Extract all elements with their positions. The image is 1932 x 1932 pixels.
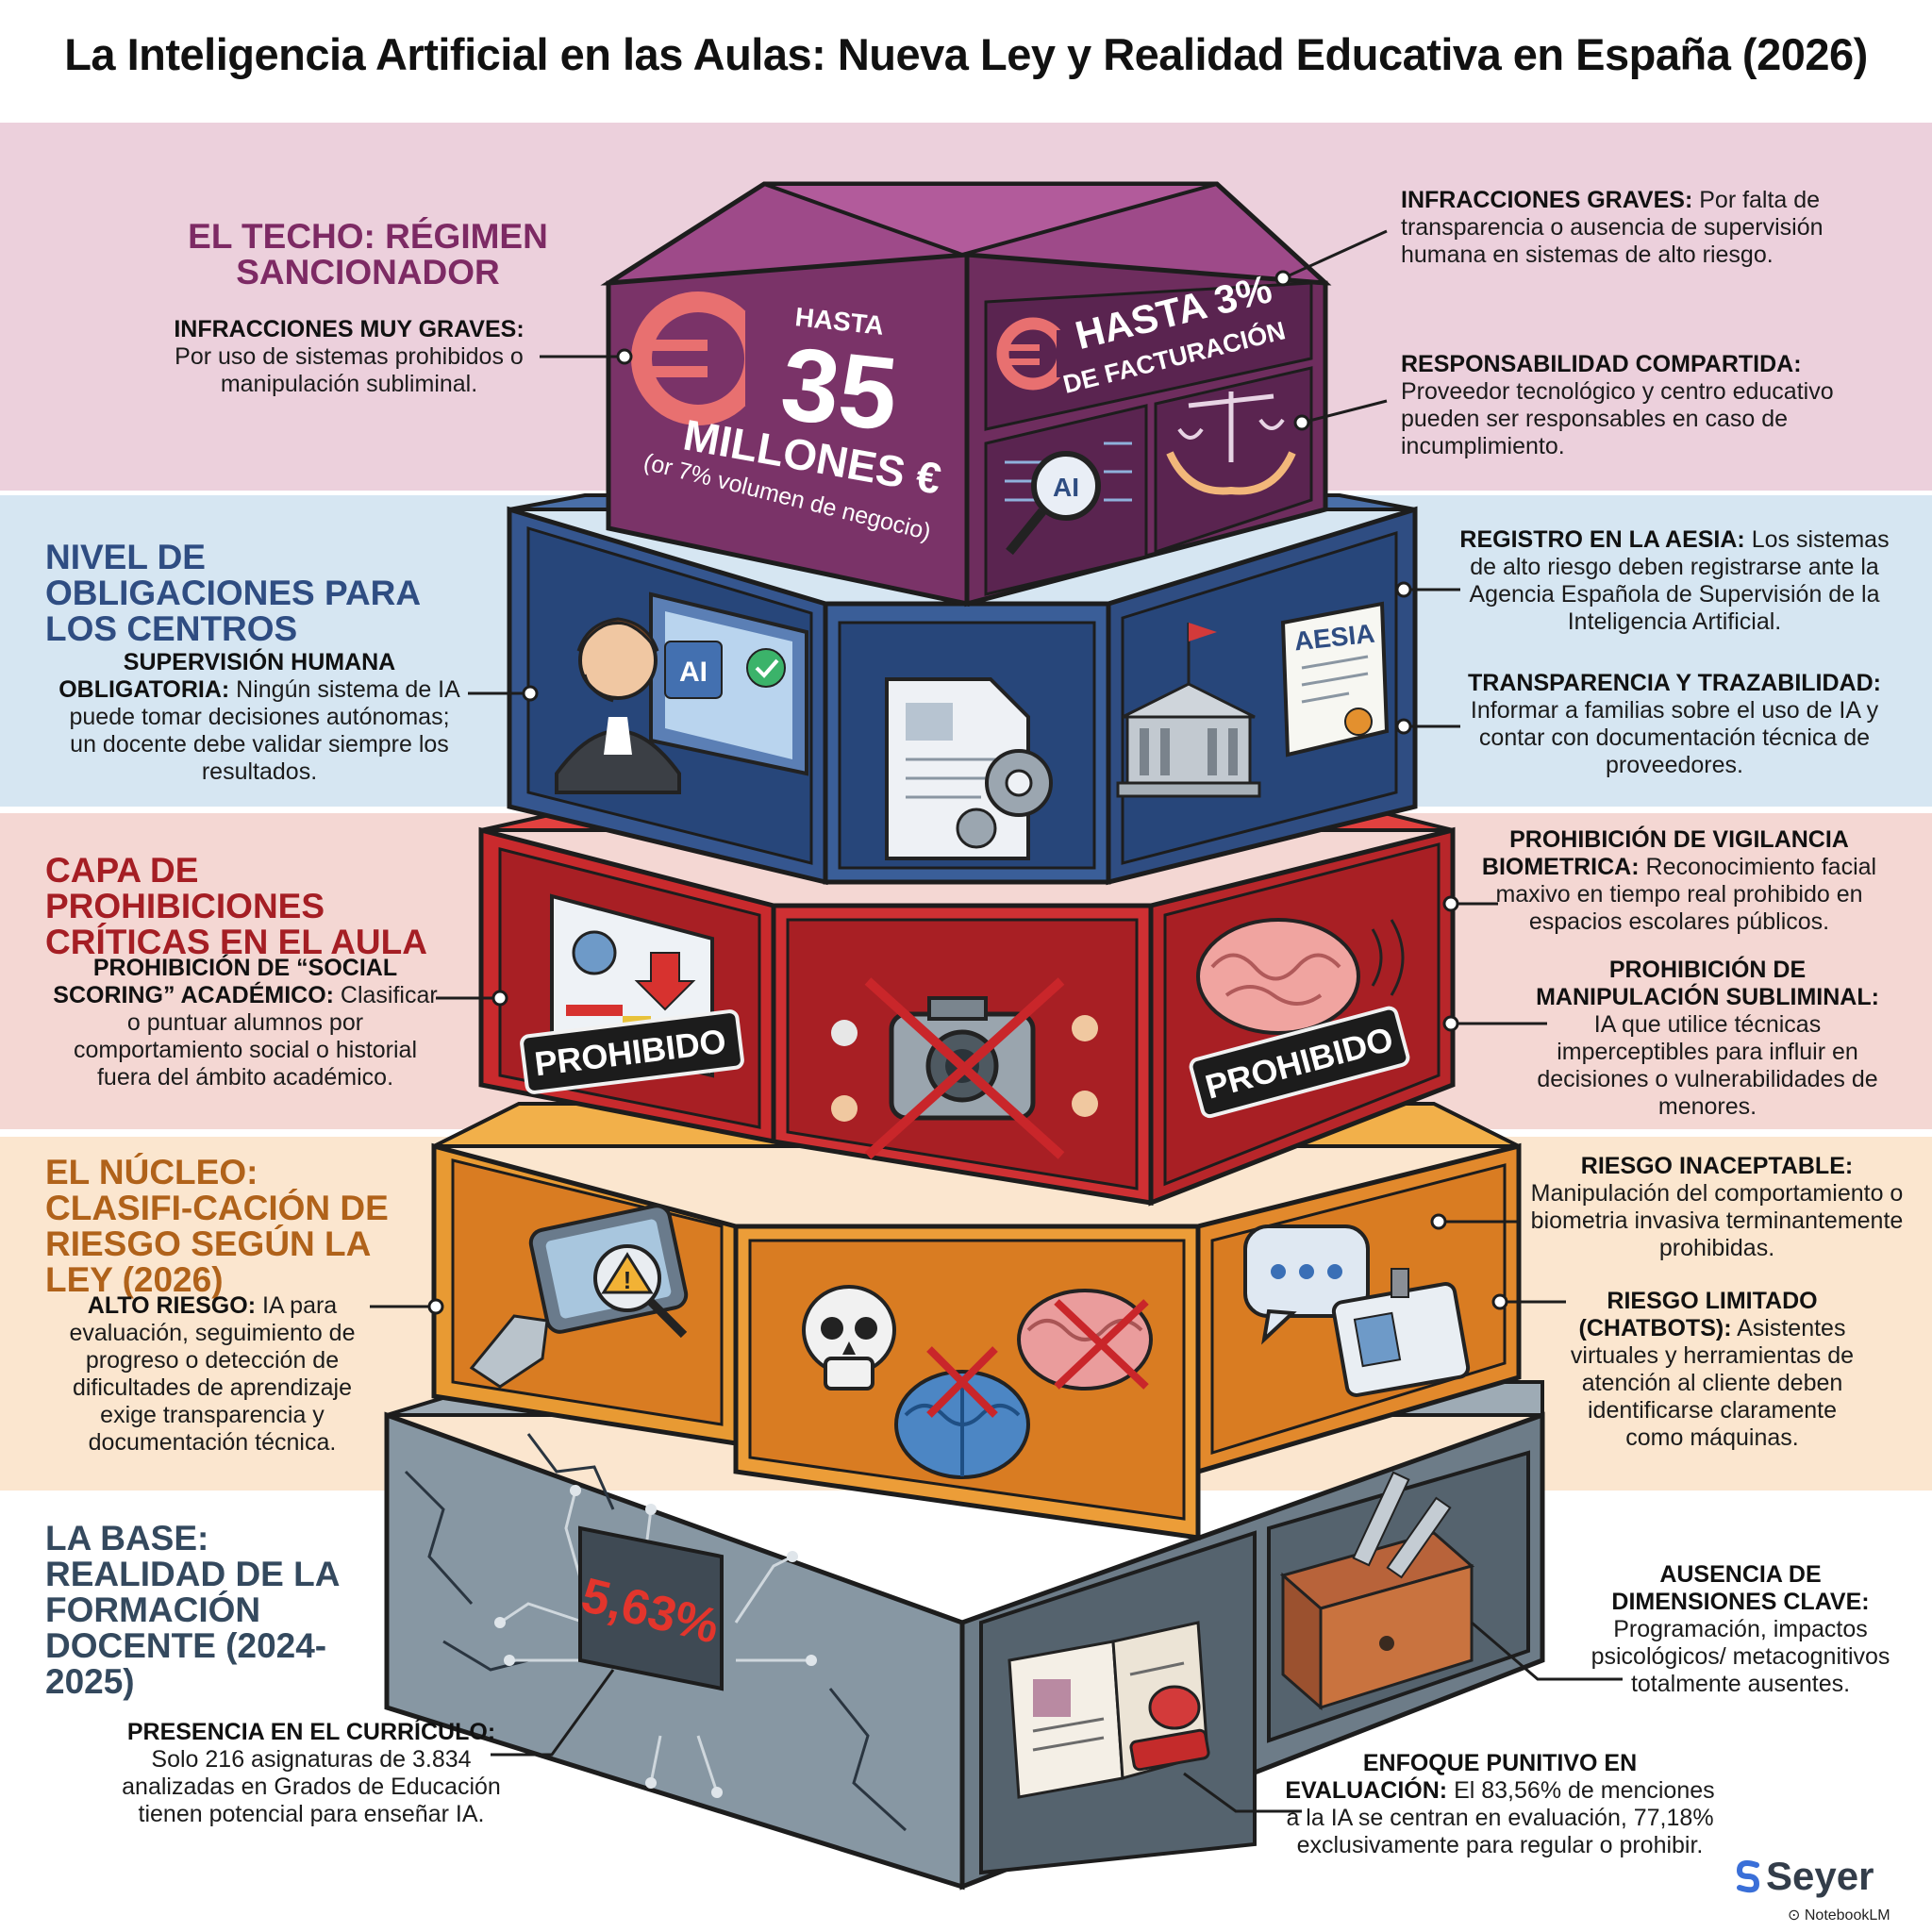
euro-icon-large [631, 291, 783, 425]
note-prohibiciones-right2: PROHIBICIÓN DE MANIPULACIÓN SUBLIMINAL: … [1528, 957, 1887, 1121]
note-obligaciones-left: SUPERVISIÓN HUMANA OBLIGATORIA: Ningún s… [57, 649, 462, 786]
note-techo-right1-text: Por falta de transparencia o ausencia de… [1401, 187, 1824, 268]
note-techo-right2-text: Proveedor tecnológico y centro educativo… [1401, 378, 1834, 459]
note-techo-right2-heading: RESPONSABILIDAD COMPARTIDA: [1401, 351, 1802, 377]
note-base-right1: AUSENCIA DE DIMENSIONES CLAVE: Programac… [1585, 1561, 1896, 1698]
svg-text:!: ! [624, 1266, 632, 1294]
note-obligaciones-left-text: Ningún sistema de IA puede tomar decisio… [69, 676, 460, 785]
brand-s-icon [1736, 1859, 1760, 1893]
note-obligaciones-right2: TRANSPARENCIA Y TRAZABILIDAD: Informar a… [1453, 670, 1896, 779]
brain-blue-crossed-icon [894, 1346, 1030, 1479]
note-obligaciones-right2-heading: TRANSPARENCIA Y TRAZABILIDAD: [1468, 670, 1881, 696]
note-prohibiciones-right2-heading: PROHIBICIÓN DE MANIPULACIÓN SUBLIMINAL: [1536, 957, 1879, 1010]
note-techo-left-text: Por uso de sistemas prohibidos o manipul… [175, 343, 524, 397]
note-obligaciones-left-heading: SUPERVISIÓN HUMANA OBLIGATORIA: [58, 649, 396, 703]
note-nucleo-left: ALTO RIESGO: IA para evaluación, seguimi… [52, 1292, 373, 1457]
teacher-monitor-icon: AI [555, 591, 808, 794]
note-techo-right1: INFRACCIONES GRAVES: Por falta de transp… [1401, 187, 1882, 269]
punitive-book-icon [1008, 1621, 1210, 1799]
brain-pink-crossed-icon [1017, 1289, 1153, 1391]
section-title-base: LA BASE: REALIDAD DE LA FORMACIÓN DOCENT… [45, 1519, 340, 1701]
ai-chip-label: AI [679, 657, 708, 688]
ai-magnifier-icon: AI [1005, 441, 1132, 556]
note-base-right2-heading: ENFOQUE PUNITIVO EN EVALUACIÓN: [1285, 1750, 1638, 1804]
note-prohibiciones-right1-heading: PROHIBICIÓN DE VIGILANCIA BIOMETRICA: [1481, 826, 1849, 880]
note-prohibiciones-right1: PROHIBICIÓN DE VIGILANCIA BIOMETRICA: Re… [1481, 826, 1877, 936]
brand-name: Seyer [1766, 1854, 1874, 1898]
note-base-right2: ENFOQUE PUNITIVO EN EVALUACIÓN: El 83,56… [1283, 1750, 1717, 1859]
note-prohibiciones-right1-text: Reconocimiento facial maxivo en tiempo r… [1495, 854, 1877, 935]
brand-logo: Seyer [1736, 1854, 1915, 1901]
note-nucleo-left-text: IA para evaluación, seguimiento de progr… [69, 1292, 356, 1456]
orange-block: ! [431, 1102, 1522, 1541]
section-title-techo: EL TECHO: RÉGIMEN SANCIONADOR [188, 217, 548, 291]
toolbox-icon [1279, 1471, 1475, 1711]
page-title: La Inteligencia Artificial en las Aulas:… [64, 29, 1868, 79]
note-nucleo-right2: RIESGO LIMITADO (CHATBOTS): Asistentes v… [1557, 1288, 1868, 1452]
note-prohibiciones-left: PROHIBICIÓN DE “SOCIAL SCORING” ACADÉMIC… [52, 955, 439, 1091]
id-badge-icon [1331, 1268, 1471, 1397]
note-nucleo-right1-text: Manipulación del comportamiento o biomet… [1530, 1180, 1904, 1261]
note-obligaciones-right1-heading: REGISTRO EN LA AESIA: [1459, 526, 1745, 553]
blue-block: AI AESIA [507, 493, 1418, 886]
note-obligaciones-right1-text: Los sistemas de alto riesgo deben regist… [1469, 526, 1890, 635]
note-base-right1-text: Programación, impactos psicológicos/ met… [1591, 1616, 1890, 1697]
note-techo-left-heading: INFRACCIONES MUY GRAVES: [174, 316, 525, 342]
note-nucleo-left-heading: ALTO RIESGO: [87, 1292, 257, 1319]
section-title-prohibiciones: CAPA DE PROHIBICIONES CRÍTICAS EN EL AUL… [45, 851, 427, 961]
note-obligaciones-right2-text: Informar a familias sobre el uso de IA y… [1470, 697, 1879, 778]
brand-product-label: NotebookLM [1804, 1907, 1890, 1924]
brain-subliminal-icon [1196, 918, 1405, 1035]
note-techo-left: INFRACCIONES MUY GRAVES: Por uso de sist… [160, 316, 538, 398]
section-title-obligaciones: NIVEL DE OBLIGACIONES PARA LOS CENTROS [45, 538, 420, 648]
note-obligaciones-right1: REGISTRO EN LA AESIA: Los sistemas de al… [1453, 526, 1896, 636]
connector-lines [370, 229, 1623, 1813]
note-nucleo-right2-heading: RIESGO LIMITADO (CHATBOTS): [1578, 1288, 1818, 1341]
note-prohibiciones-right2-text: IA que utilice técnicas imperceptibles p… [1537, 1011, 1878, 1120]
document-gear-icon [885, 677, 1053, 860]
note-base-right1-heading: AUSENCIA DE DIMENSIONES CLAVE: [1611, 1561, 1870, 1615]
note-techo-right1-heading: INFRACCIONES GRAVES: [1401, 187, 1693, 213]
euro-icon-small [996, 317, 1080, 391]
red-block: PROHIBIDO PROHIBIDO [478, 809, 1456, 1207]
note-prohibiciones-left-text: Clasificar o puntuar alumnos por comport… [73, 982, 438, 1091]
camera-crossed-icon [831, 977, 1098, 1159]
aesia-building-icon [1116, 623, 1261, 798]
section-title-nucleo: EL NÚCLEO: CLASIFI-CACIÓN DE RIESGO SEGÚ… [45, 1153, 389, 1299]
amount-label: 35 [775, 325, 903, 453]
notebooklm-icon: ⊙ [1788, 1907, 1801, 1924]
magnifier-ai-label: AI [1053, 473, 1079, 502]
note-techo-right2: RESPONSABILIDAD COMPARTIDA: Proveedor te… [1401, 351, 1882, 460]
note-base-right2-text: El 83,56% de menciones a la IA se centra… [1286, 1777, 1715, 1858]
skull-icon [802, 1285, 896, 1391]
purple-block: AI HASTA 35 MILLONES € (or 7% volumen de… [600, 181, 1332, 608]
note-base-left-heading: PRESENCIA EN EL CURRÍCULO: [126, 1719, 496, 1745]
note-nucleo-right2-text: Asistentes virtuales y herramientas de a… [1570, 1315, 1855, 1451]
brand-product: ⊙ NotebookLM [1788, 1906, 1890, 1924]
chat-bubble-icon [1243, 1224, 1370, 1345]
note-base-left: PRESENCIA EN EL CURRÍCULO: Solo 216 asig… [104, 1719, 519, 1828]
note-nucleo-right1: RIESGO INACEPTABLE: Manipulación del com… [1519, 1153, 1915, 1262]
scales-of-justice-icon [1166, 391, 1296, 495]
note-nucleo-right1-heading: RIESGO INACEPTABLE: [1580, 1153, 1854, 1179]
robot-tablet-icon: ! [469, 1204, 689, 1389]
note-prohibiciones-left-heading: PROHIBICIÓN DE “SOCIAL SCORING” ACADÉMIC… [53, 955, 398, 1008]
note-base-left-text: Solo 216 asignaturas de 3.834 analizadas… [122, 1746, 501, 1827]
aesia-certificate-icon: AESIA [1280, 601, 1390, 758]
